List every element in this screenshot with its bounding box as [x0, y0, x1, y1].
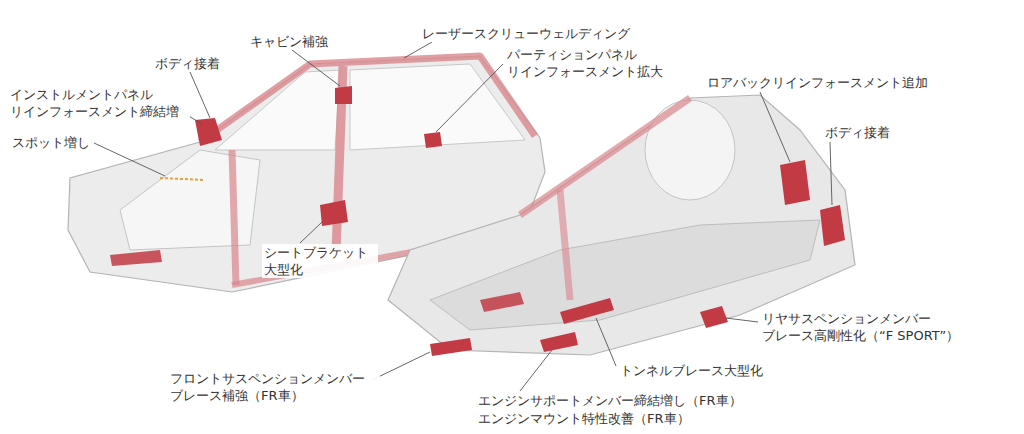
callout-label: トンネルブレース大型化	[618, 362, 765, 379]
callout-label: フロントサスペンションメンバー ブレース補強（FR車）	[168, 370, 380, 404]
callout-label: エンジンサポートメンバー締結増し（FR車）	[476, 392, 744, 409]
leader-lines	[94, 42, 832, 391]
callout-label: エンジンマウント特性改善（FR車）	[476, 410, 692, 427]
callout-label: レーザースクリューウェルディング	[420, 25, 632, 42]
callout-label: リヤサスペンションメンバー ブレース高剛性化（“F SPORT”）	[760, 310, 986, 344]
callout-label: スポット増し	[10, 134, 92, 151]
callout-label: ロアバックリインフォースメント追加	[705, 74, 930, 91]
callout-label: ボディ接着	[823, 124, 892, 141]
callout-label: ボディ接着	[153, 55, 222, 72]
callout-label: パーティションパネル リインフォースメント拡大	[505, 46, 677, 80]
callout-label: キャビン補強	[248, 33, 330, 50]
callout-label: シートブラケット 大型化	[262, 244, 378, 278]
callout-label: インストルメントパネル リインフォースメント締結増	[8, 86, 190, 120]
